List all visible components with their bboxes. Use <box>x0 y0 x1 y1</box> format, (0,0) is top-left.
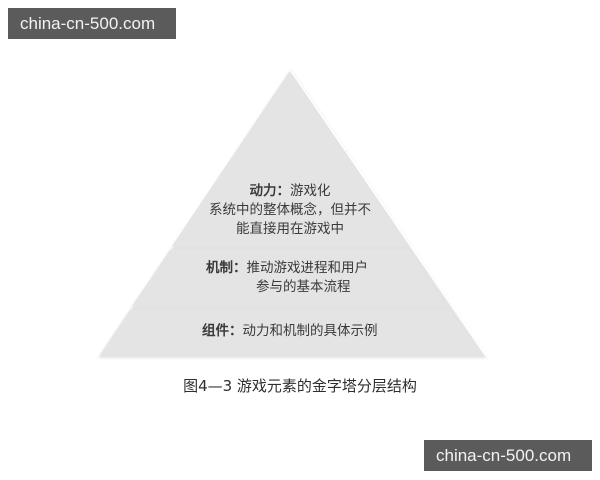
pyramid-tier-middle <box>132 250 446 306</box>
watermark-top: china-cn-500.com <box>8 8 176 39</box>
tier-top-line3: 能直接用在游戏中 <box>236 221 344 237</box>
pyramid-tier-bottom <box>100 310 483 355</box>
tier-bottom-label: 组件： <box>202 323 243 339</box>
tier-middle-desc: 推动游戏进程和用户 <box>246 260 369 276</box>
tier-middle-text: 机制：推动游戏进程和用户 参与的基本流程 <box>190 259 430 297</box>
tier-top-title: 游戏化 <box>290 183 331 199</box>
tier-bottom-desc: 动力和机制的具体示例 <box>242 323 378 339</box>
pyramid-tier-top <box>172 72 407 246</box>
tier-top-label: 动力： <box>249 183 291 199</box>
tier-bottom-text: 组件：动力和机制的具体示例 <box>190 322 430 341</box>
tier-top-text: 动力：游戏化 系统中的整体概念，但并不 能直接用在游戏中 <box>190 182 390 239</box>
tier-top-line2: 系统中的整体概念，但并不 <box>209 202 371 218</box>
tier-middle-label: 机制： <box>206 260 247 276</box>
tier-middle-line2: 参与的基本流程 <box>256 279 351 295</box>
figure-caption: 图4—3 游戏元素的金字塔分层结构 <box>183 377 417 395</box>
watermark-bottom: china-cn-500.com <box>424 440 592 471</box>
